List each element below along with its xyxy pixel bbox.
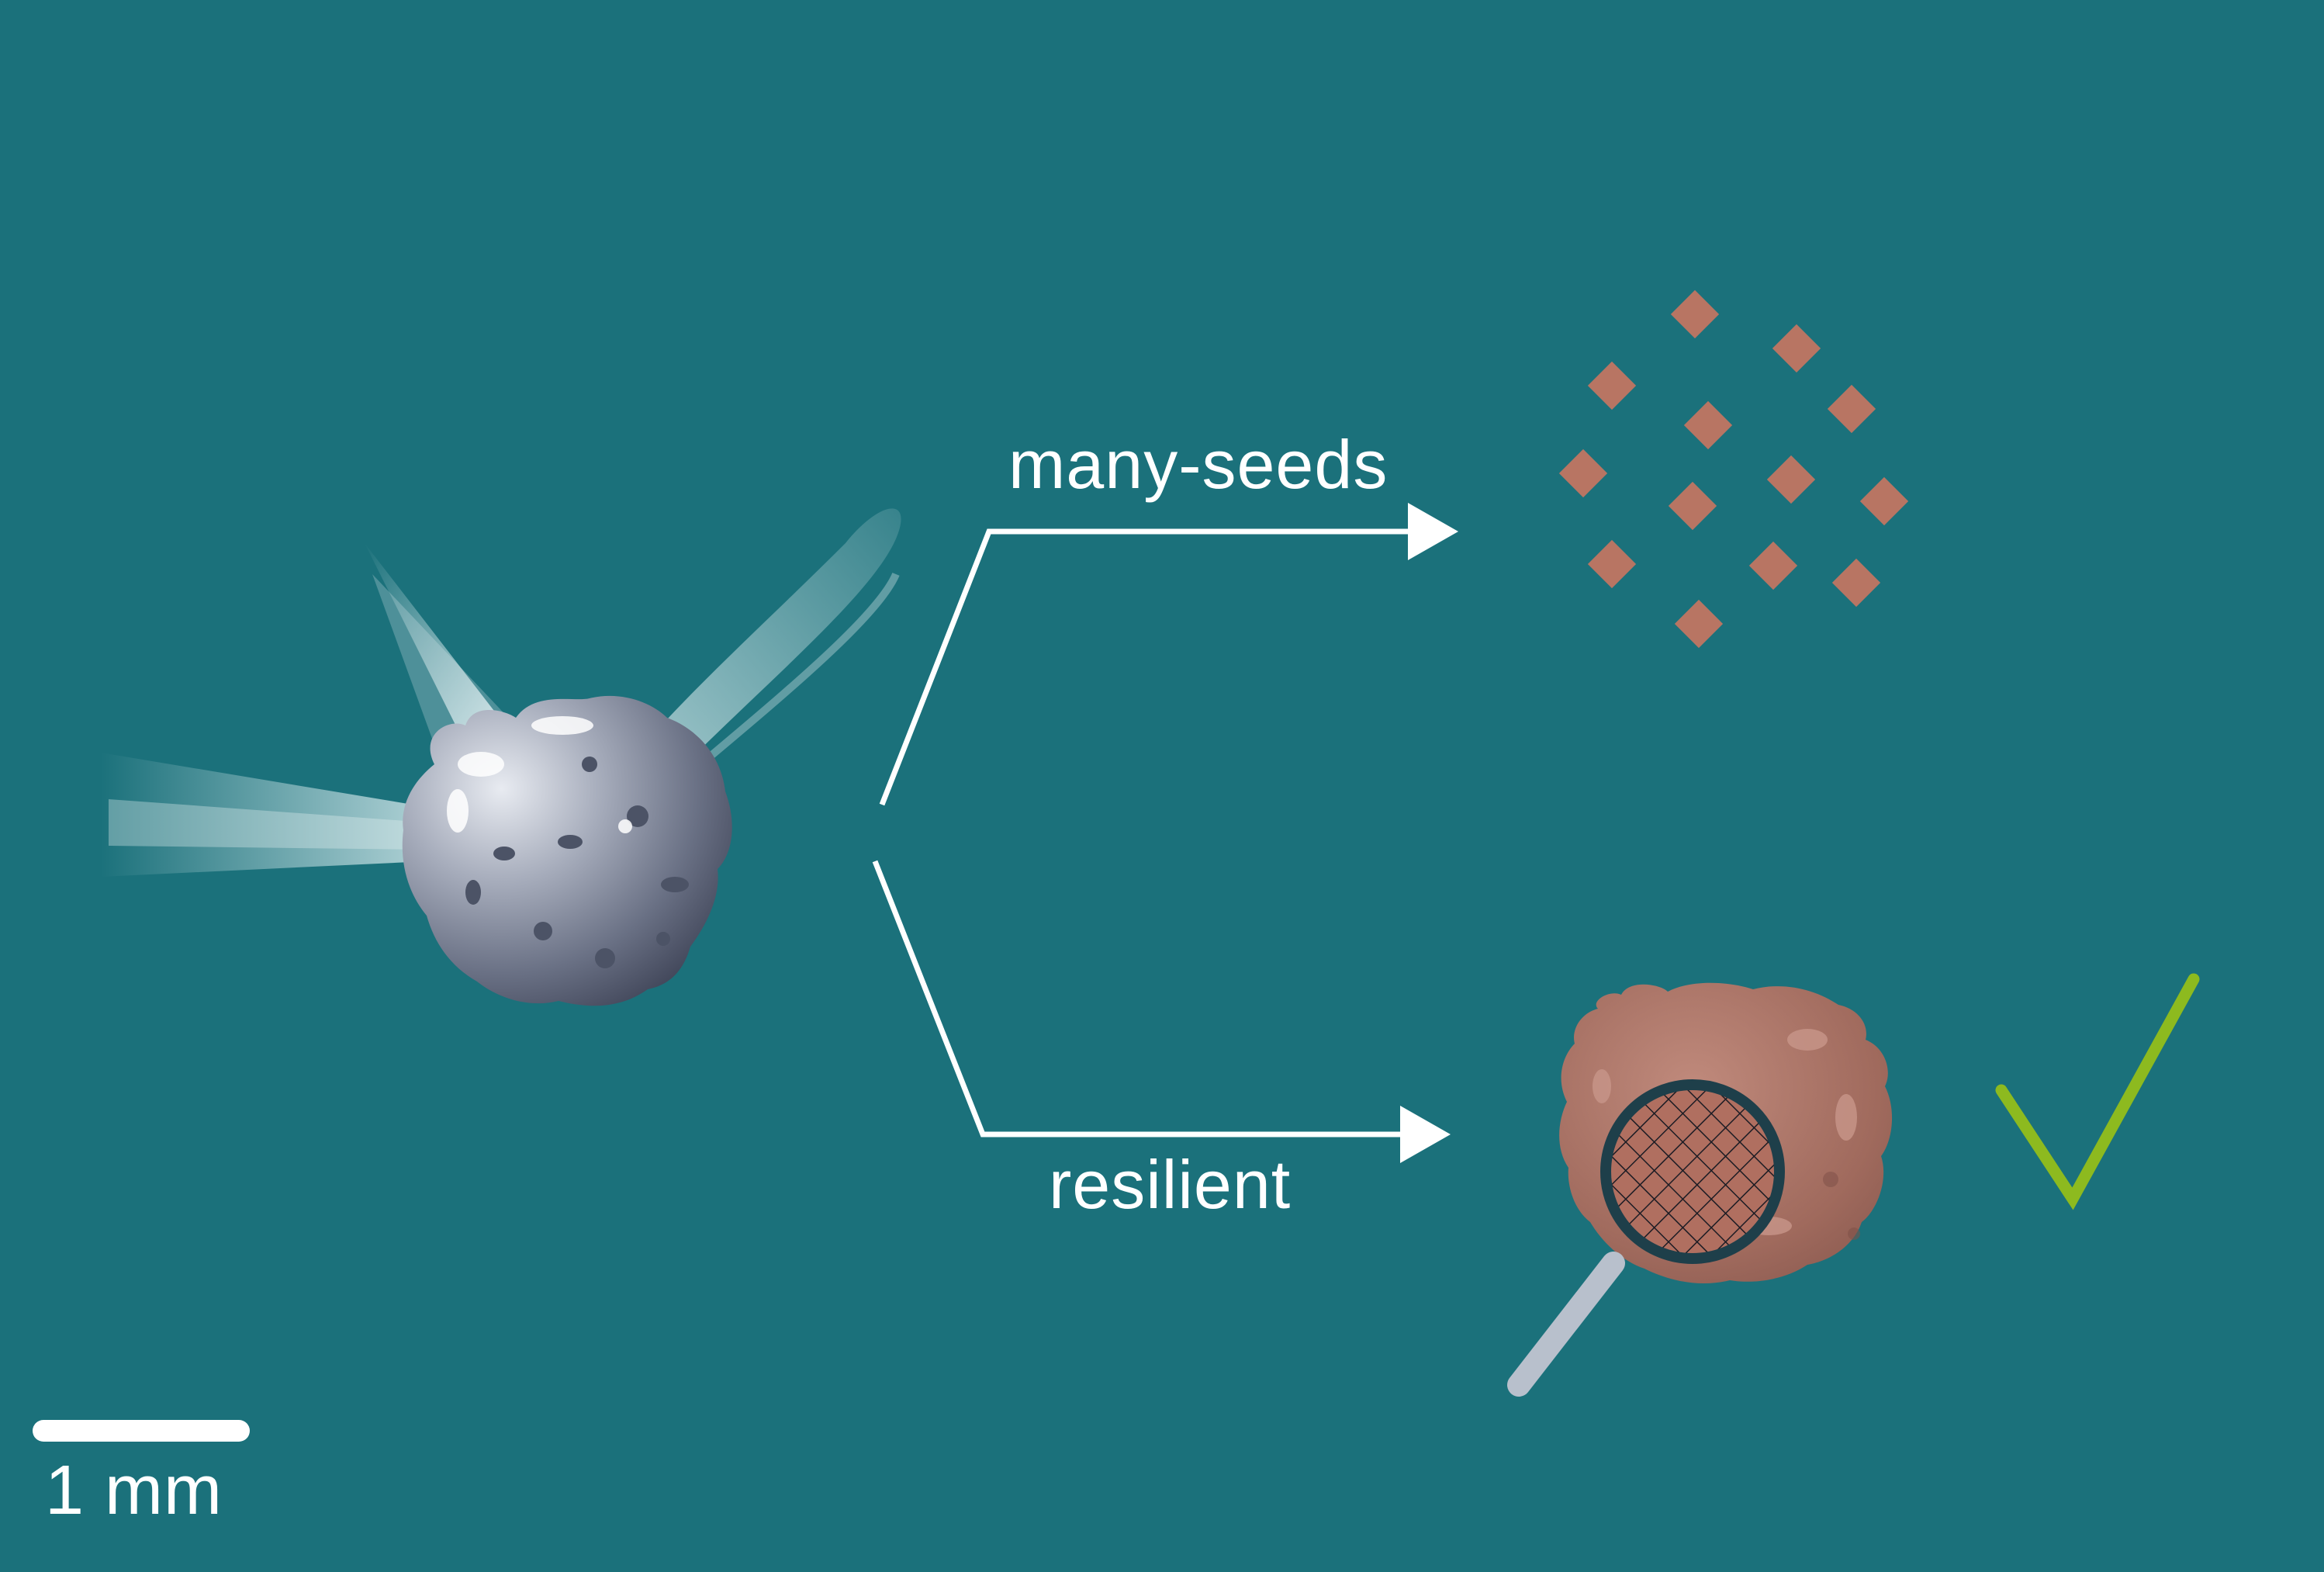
many-seeds-label: many-seeds [1008, 426, 1389, 503]
seed-fragment [1859, 476, 1909, 526]
lower-branch-line [872, 860, 1404, 1137]
seed-fragment [1587, 539, 1637, 589]
seed-fragment [1668, 481, 1717, 531]
seed-fragment [1827, 384, 1876, 434]
upper-arrowhead [1408, 503, 1458, 560]
motion-beam-upper-left [365, 543, 512, 745]
seed-fragment [1766, 455, 1816, 504]
magnifier-lens [1609, 1088, 1776, 1255]
branch-arrows [872, 528, 1413, 1137]
upper-branch-line [879, 528, 1413, 806]
particle-highlights [447, 716, 632, 833]
resilient-label: resilient [1049, 1146, 1292, 1223]
seed-fragment [1748, 541, 1798, 590]
checkmark-icon [1995, 973, 2200, 1210]
seed-fragment [1772, 324, 1821, 373]
seed-fragment [1587, 361, 1637, 410]
seed-fragment [1831, 558, 1881, 608]
brown-particle-texture [1593, 1029, 1857, 1235]
seed-fragment [1670, 289, 1720, 339]
particle-texture [465, 757, 689, 968]
motion-beam-left [101, 753, 427, 877]
seed-fragment [1683, 400, 1733, 450]
scattered-seed-fragments-icon [1558, 289, 1909, 649]
seed-fragment [1558, 448, 1608, 498]
lower-arrowhead [1400, 1106, 1451, 1163]
scale-bar-label: 1 mm [45, 1452, 223, 1529]
brown-particle-with-magnifier-icon [1507, 982, 1893, 1397]
magnifier-handle [1507, 1252, 1625, 1397]
spinning-grey-particle-icon [101, 508, 901, 1006]
magnifier-ring [1600, 1079, 1785, 1264]
particle-body [402, 695, 732, 1006]
seed-fragment [1674, 599, 1724, 649]
